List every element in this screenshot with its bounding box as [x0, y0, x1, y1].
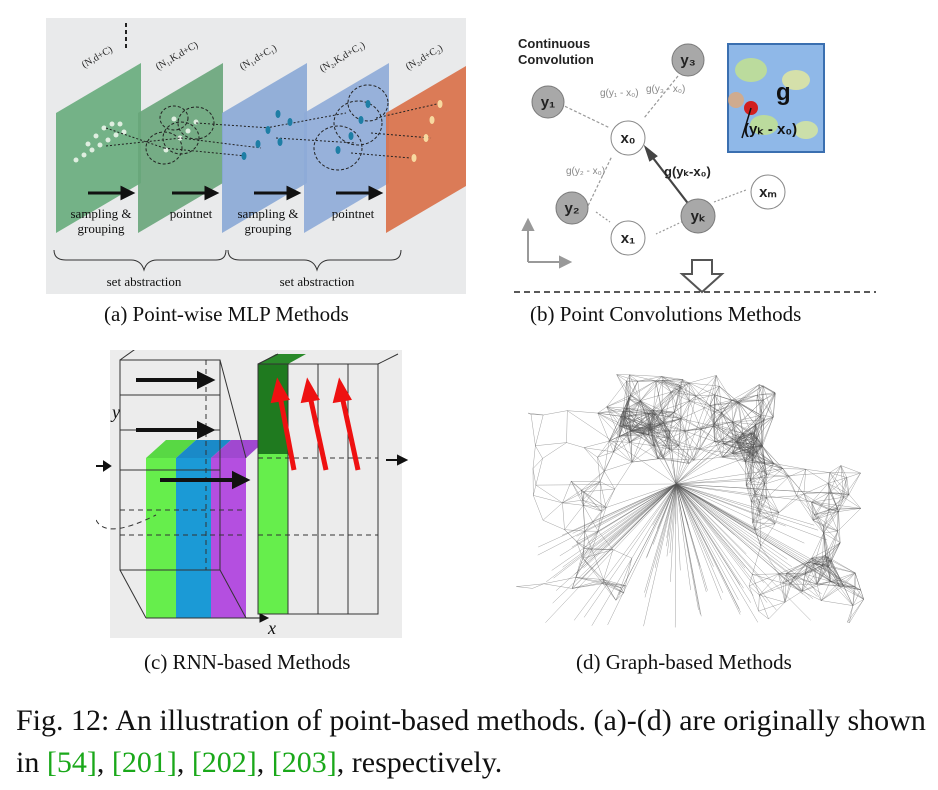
- rnn-arrows-red: [270, 377, 361, 471]
- plane-2: [138, 63, 223, 233]
- node-x0-label: x₀: [620, 130, 635, 147]
- step-label-3: sampling &: [237, 206, 298, 221]
- panel-c-caption: (c) RNN-based Methods: [144, 650, 351, 674]
- panel-a-pointwise-mlp: (N,d+C) (N₁,K,d+C) (N₁,d+C₁) (N₂,K,d+C₁)…: [46, 18, 471, 294]
- node-xm-label: xₘ: [759, 184, 777, 201]
- caption-prefix: Fig. 12: An illustration of point-based …: [16, 704, 926, 779]
- edge-label-g3: g(y₃ - x₀): [646, 84, 685, 95]
- node-y2: [555, 191, 589, 225]
- node-y3: [671, 43, 705, 77]
- node-x0: [610, 120, 646, 156]
- kernel-arg-label: (yₖ - x₀): [744, 121, 797, 138]
- axes-icon: [521, 217, 573, 269]
- panel-d-caption: (d) Graph-based Methods: [576, 650, 792, 674]
- caption-sep-2: ,: [176, 746, 192, 779]
- step-label-1: sampling &: [70, 206, 131, 221]
- citation-201[interactable]: [201]: [111, 746, 177, 779]
- node-x1: [610, 220, 646, 256]
- figure-caption: Fig. 12: An illustration of point-based …: [16, 700, 926, 784]
- plane-5: [386, 63, 471, 233]
- panel-a-diagram: (N,d+C) (N₁,K,d+C) (N₁,d+C₁) (N₂,K,d+C₁)…: [46, 18, 471, 294]
- down-arrow-icon: [679, 259, 725, 294]
- panel-a-caption: (a) Point-wise MLP Methods: [104, 302, 349, 326]
- graph-edges: [516, 374, 864, 628]
- edge-label-gk: g(yₖ-x₀): [664, 164, 711, 179]
- node-y1: [531, 85, 565, 119]
- node-y3-label: y₃: [680, 52, 695, 69]
- groups-plane-2: [145, 105, 215, 165]
- axis-x-label: x: [267, 618, 276, 638]
- step-arrows: [88, 185, 384, 201]
- plane-3: [222, 63, 307, 233]
- slab-green: [146, 458, 176, 618]
- panel-b-title-2: Convolution: [518, 52, 594, 67]
- slab-blue: [176, 458, 211, 618]
- node-yk: [680, 198, 716, 234]
- citation-202[interactable]: [202]: [191, 746, 257, 779]
- panel-b-caption: (b) Point Convolutions Methods: [530, 302, 802, 326]
- node-yk-label: yₖ: [691, 208, 706, 225]
- citation-54[interactable]: [54]: [46, 746, 97, 779]
- abstraction-braces: [53, 249, 402, 272]
- plane-1: [56, 63, 141, 233]
- citation-203[interactable]: [203]: [271, 746, 337, 779]
- caption-sep-1: ,: [96, 746, 112, 779]
- panel-d-graph: [496, 344, 876, 634]
- node-y2-label: y₂: [564, 200, 579, 217]
- kernel-g-label: g: [776, 79, 791, 106]
- caption-sep-3: ,: [256, 746, 272, 779]
- panel-b-title-1: Continuous: [518, 36, 590, 51]
- edge-label-g1: g(y₁ - x₀): [600, 88, 639, 99]
- caption-suffix: , respectively.: [336, 746, 503, 779]
- axis-y-label: y: [110, 402, 120, 422]
- step-label-4: pointnet: [332, 206, 375, 221]
- points-plane-1: [73, 121, 127, 163]
- edge-label-g2: g(y₂ - x₀): [566, 166, 605, 177]
- node-xm: [750, 174, 786, 210]
- panel-c-diagram: y x: [95, 339, 409, 638]
- panel-b-point-convolutions: Continuous Convolution g (yₖ - x₀) y₁: [506, 30, 886, 300]
- step-label-2: pointnet: [170, 206, 213, 221]
- group-label-1: set abstraction: [107, 274, 182, 289]
- panel-c-rnn: y x: [95, 339, 416, 640]
- group-label-2: set abstraction: [280, 274, 355, 289]
- panel-d-diagram: [516, 374, 864, 628]
- node-y1-label: y₁: [541, 94, 556, 111]
- panel-b-diagram: Continuous Convolution g (yₖ - x₀) y₁: [514, 36, 876, 294]
- node-x1-label: x₁: [621, 230, 636, 247]
- rnn-arrows-black: [136, 370, 251, 490]
- step-label-1b: grouping: [78, 221, 125, 236]
- step-label-3b: grouping: [245, 221, 292, 236]
